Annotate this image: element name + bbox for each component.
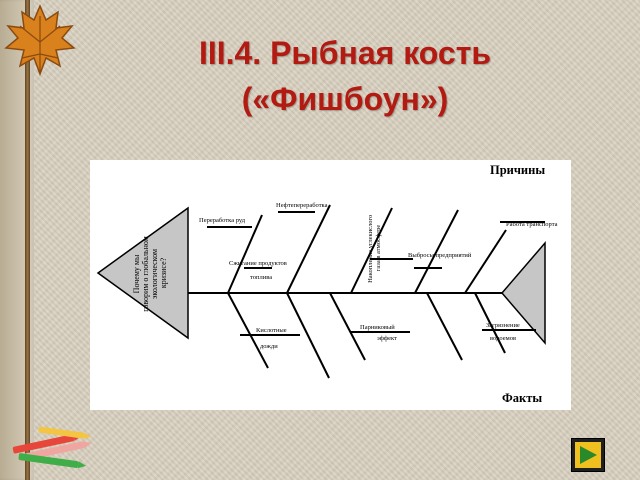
- label-acid-rain-line-2: дожди: [260, 343, 278, 350]
- label-transport: Работа транспорта: [506, 221, 558, 228]
- slide-title: III.4. Рыбная кость («Фишбоун»): [110, 30, 580, 122]
- bone-upper-5: [464, 229, 507, 294]
- label-industrial-emissions: Выбросы предприятий: [408, 252, 472, 259]
- label-greenhouse-line-2: эффект: [377, 335, 397, 342]
- head-question-line-3: экологическом: [150, 249, 159, 299]
- bone-upper-2: [286, 204, 331, 294]
- fish-head: [96, 206, 189, 340]
- label-acid-rain-line-1: Кислотные: [256, 327, 287, 334]
- label-ore-processing: Переработка руд: [199, 217, 246, 224]
- slide-title-line-2: («Фишбоун»): [241, 81, 449, 117]
- upper-stubs: [207, 211, 545, 269]
- label-water-pollution-line-2: водоемов: [490, 335, 516, 342]
- fishbone-diagram: Причины Факты Почему мы говорим о глобал…: [90, 160, 571, 410]
- label-oil-refining: Нефтепереработка: [276, 202, 328, 209]
- head-question-line-1: Почему мы: [132, 254, 141, 293]
- head-question-line-4: кризисе?: [159, 257, 168, 288]
- label-fuel-burning-line-2: топлива: [250, 274, 272, 281]
- bone-lower-4: [426, 292, 463, 361]
- causes-header: Причины: [490, 163, 545, 177]
- label-greenhouse-line-1: Парниковый: [360, 324, 395, 331]
- bone-lower-2: [286, 292, 330, 379]
- bone-lower-1: [227, 292, 269, 369]
- next-slide-button[interactable]: [571, 438, 605, 472]
- bone-lower-5: [474, 292, 506, 354]
- fish-tail: [501, 240, 546, 346]
- bone-upper-3: [350, 207, 393, 294]
- bone-upper-4: [414, 209, 459, 294]
- arrow-right-icon: [575, 442, 601, 468]
- wooden-stick: [25, 0, 30, 480]
- slide-title-line-1: III.4. Рыбная кость: [198, 35, 492, 71]
- crayons-icon: [12, 426, 92, 469]
- label-water-pollution-line-1: Загрязнение: [486, 322, 520, 329]
- bone-upper-1: [227, 214, 263, 294]
- lower-bones: [227, 292, 506, 379]
- bone-lower-3: [329, 292, 366, 361]
- upper-bones: [227, 204, 507, 294]
- label-co2-line-2: газа в атмосфере: [375, 225, 382, 272]
- head-question: Почему мы говорим о глобальном экологиче…: [132, 234, 168, 312]
- head-question-line-2: говорим о глобальном: [141, 236, 150, 312]
- label-co2-line-1: Накопление углекислого: [367, 215, 374, 283]
- autumn-leaf-icon: [4, 4, 76, 77]
- label-co2-accumulation: Накопление углекислого газа в атмосфере: [367, 213, 382, 283]
- lower-stubs: [240, 329, 536, 336]
- facts-header: Факты: [502, 391, 542, 405]
- label-fuel-burning-line-1: Сжигание продуктов: [229, 260, 287, 267]
